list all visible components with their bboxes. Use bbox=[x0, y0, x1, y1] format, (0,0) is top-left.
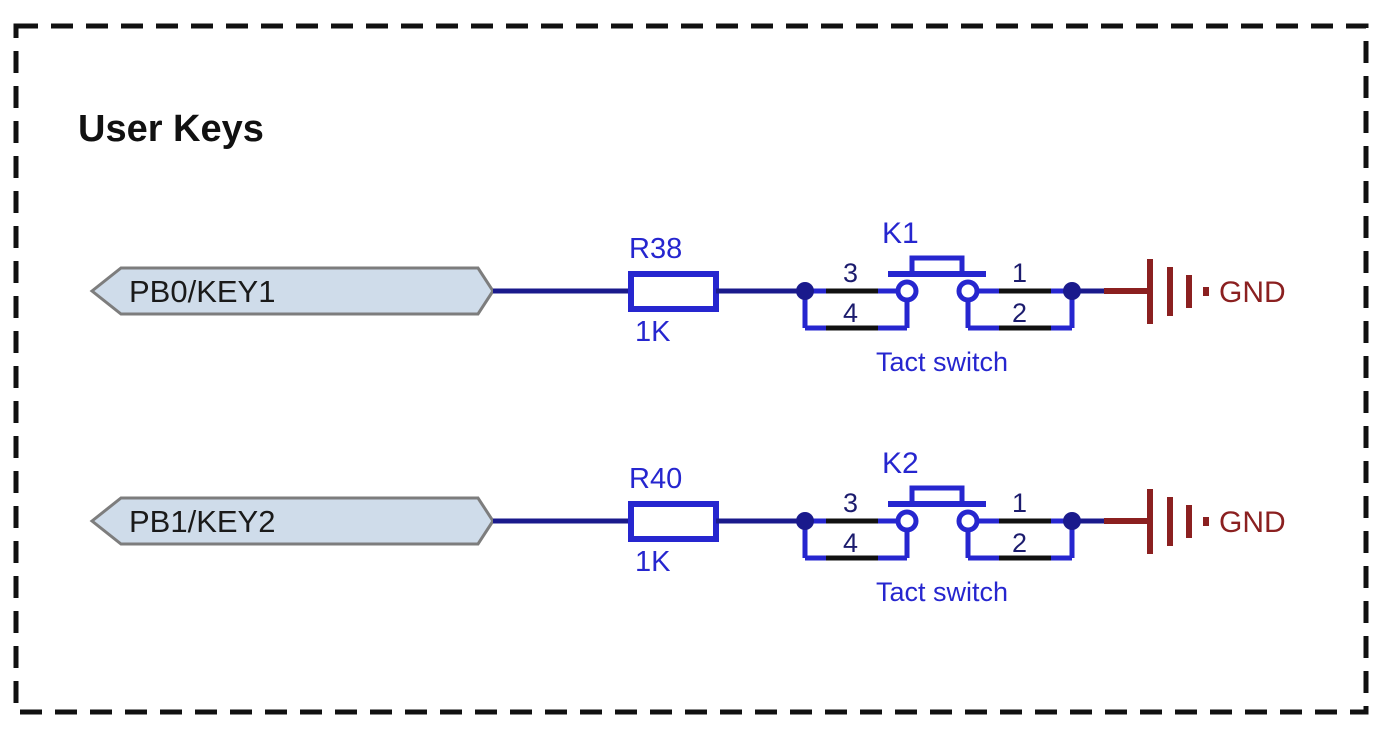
pin-2-label: 2 bbox=[1012, 298, 1027, 328]
switch-note: Tact switch bbox=[876, 347, 1008, 377]
junction-dot-left bbox=[796, 512, 814, 530]
switch-note: Tact switch bbox=[876, 577, 1008, 607]
switch-designator: K2 bbox=[882, 447, 919, 480]
resistor-value: 1K bbox=[635, 316, 671, 348]
pin-4-label: 4 bbox=[843, 298, 858, 328]
switch-left-contact-circle bbox=[895, 279, 919, 303]
pin-3-label: 3 bbox=[843, 488, 858, 518]
gnd-label: GND bbox=[1219, 506, 1286, 539]
tact-switch-k1[interactable]: K1 3 4 bbox=[802, 217, 1075, 377]
tact-switch-k2[interactable]: K2 3 4 bbox=[802, 447, 1075, 607]
circuit-row-1: PB0/KEY1 R38 1K K1 bbox=[89, 217, 1286, 377]
gnd-label: GND bbox=[1219, 276, 1286, 309]
pin-2-label: 2 bbox=[1012, 528, 1027, 558]
pin-3-label: 3 bbox=[843, 258, 858, 288]
port-label: PB0/KEY1 bbox=[129, 274, 275, 309]
pin-1-label: 1 bbox=[1012, 258, 1027, 288]
pin-4-label: 4 bbox=[843, 528, 858, 558]
pin-1-label: 1 bbox=[1012, 488, 1027, 518]
switch-right-contact-circle bbox=[956, 279, 980, 303]
circuit-row-2: PB1/KEY2 R40 1K K2 bbox=[89, 447, 1286, 607]
switch-designator: K1 bbox=[882, 217, 919, 250]
port-symbol-pb0[interactable]: PB0/KEY1 bbox=[89, 266, 495, 316]
port-label: PB1/KEY2 bbox=[129, 504, 275, 539]
port-symbol-pb1[interactable]: PB1/KEY2 bbox=[89, 496, 495, 546]
resistor-r38[interactable]: R38 1K bbox=[628, 233, 719, 348]
switch-left-contact-circle bbox=[895, 509, 919, 533]
ground-symbol-1[interactable]: GND bbox=[1104, 259, 1286, 324]
resistor-designator: R40 bbox=[629, 463, 682, 495]
page-title: User Keys bbox=[78, 108, 264, 150]
resistor-designator: R38 bbox=[629, 233, 682, 265]
sheet-dashed-border bbox=[13, 23, 1369, 715]
ground-symbol-2[interactable]: GND bbox=[1104, 489, 1286, 554]
junction-dot-left bbox=[796, 282, 814, 300]
resistor-body bbox=[628, 501, 719, 542]
resistor-value: 1K bbox=[635, 546, 671, 578]
resistor-r40[interactable]: R40 1K bbox=[628, 463, 719, 578]
switch-right-contact-circle bbox=[956, 509, 980, 533]
resistor-body bbox=[628, 271, 719, 312]
